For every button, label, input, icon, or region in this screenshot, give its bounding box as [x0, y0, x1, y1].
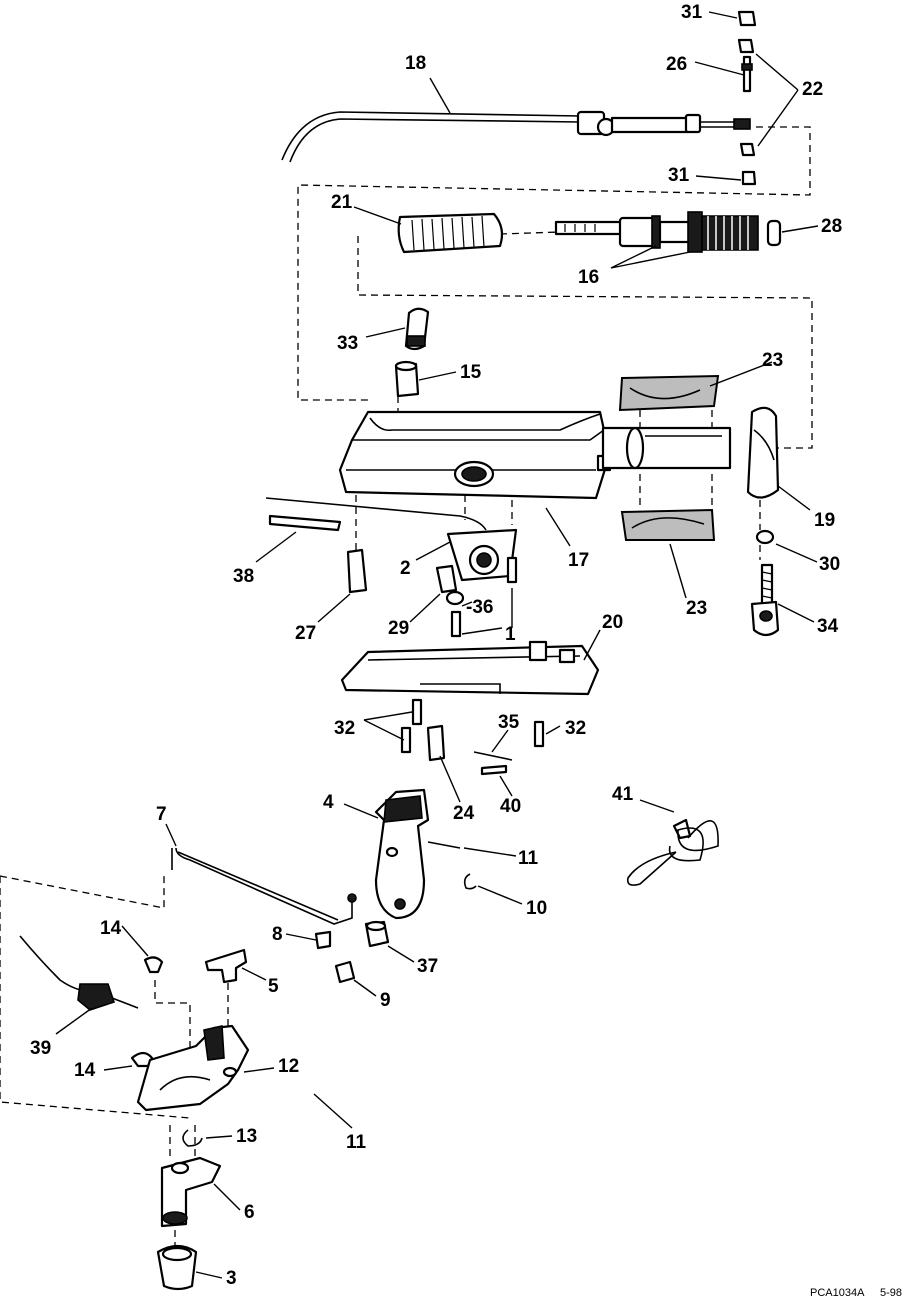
handle-pins [394, 307, 430, 398]
throttle-cam-assembly [130, 948, 250, 1291]
grip-and-shaft [397, 211, 782, 254]
drawing-reference: PCA1034A 5-98 [810, 1287, 902, 1297]
callout-8: 8 [272, 924, 283, 945]
callout-13: 13 [236, 1126, 257, 1147]
callout-11-right: 11 [518, 848, 539, 869]
callout-34: 34 [817, 616, 839, 637]
callout-11-bottom: 11 [346, 1132, 367, 1153]
callout-12: 12 [278, 1056, 299, 1077]
callout-32-left: 32 [334, 718, 355, 739]
callout-41: 41 [612, 784, 634, 805]
callout-21: 21 [331, 192, 353, 213]
callout-28: 28 [821, 216, 842, 237]
drawing-code: PCA1034A [810, 1287, 865, 1297]
tiller-housing [338, 374, 780, 541]
callout-32-right: 32 [565, 718, 586, 739]
callout-4: 4 [323, 792, 334, 813]
callout-labels: 31 26 22 18 31 21 16 28 33 15 23 19 17 3… [30, 2, 842, 1289]
friction-hardware [750, 529, 780, 637]
callout-1: 1 [505, 624, 516, 645]
callout-40: 40 [500, 796, 521, 817]
callout-5: 5 [268, 976, 279, 997]
callout-20: 20 [602, 612, 623, 633]
callout-23-bottom: 23 [686, 598, 707, 619]
callout-18: 18 [405, 53, 426, 74]
callout-29: 29 [388, 618, 409, 639]
tiller-arm [314, 788, 477, 984]
stop-switch [19, 935, 139, 1011]
callout-6: 6 [244, 1202, 255, 1223]
callout-2: 2 [400, 558, 411, 579]
callout-30: 30 [819, 554, 840, 575]
callout-17: 17 [568, 550, 589, 571]
mounting-plate [340, 640, 600, 696]
plate-fasteners [400, 698, 545, 776]
callout-7: 7 [156, 804, 167, 825]
callout-27: 27 [295, 623, 316, 644]
callout-39: 39 [30, 1038, 51, 1059]
stop-lanyard [626, 818, 719, 886]
callout-36: -36 [466, 597, 493, 618]
callout-26: 26 [666, 54, 687, 75]
callout-24: 24 [453, 803, 475, 824]
leader-lines [55, 11, 819, 1279]
callout-15: 15 [460, 362, 482, 383]
callout-38: 38 [233, 566, 254, 587]
callout-35: 35 [498, 712, 520, 733]
callout-31-bottom: 31 [668, 165, 690, 186]
callout-3: 3 [226, 1268, 237, 1289]
callout-19: 19 [814, 510, 835, 531]
switch-parts [265, 497, 518, 638]
callout-9: 9 [380, 990, 391, 1011]
throttle-link-rod [171, 847, 357, 925]
callout-23-top: 23 [762, 350, 783, 371]
callout-16: 16 [578, 267, 599, 288]
callout-31-top: 31 [681, 2, 703, 23]
callout-10: 10 [526, 898, 547, 919]
callout-33: 33 [337, 333, 358, 354]
drawing-date: 5-98 [880, 1287, 902, 1297]
callout-37: 37 [417, 956, 438, 977]
callout-14-bottom: 14 [74, 1060, 96, 1081]
cable-hardware [737, 10, 757, 186]
callout-22: 22 [802, 79, 823, 100]
callout-14-top: 14 [100, 918, 122, 939]
throttle-cable [281, 110, 751, 163]
